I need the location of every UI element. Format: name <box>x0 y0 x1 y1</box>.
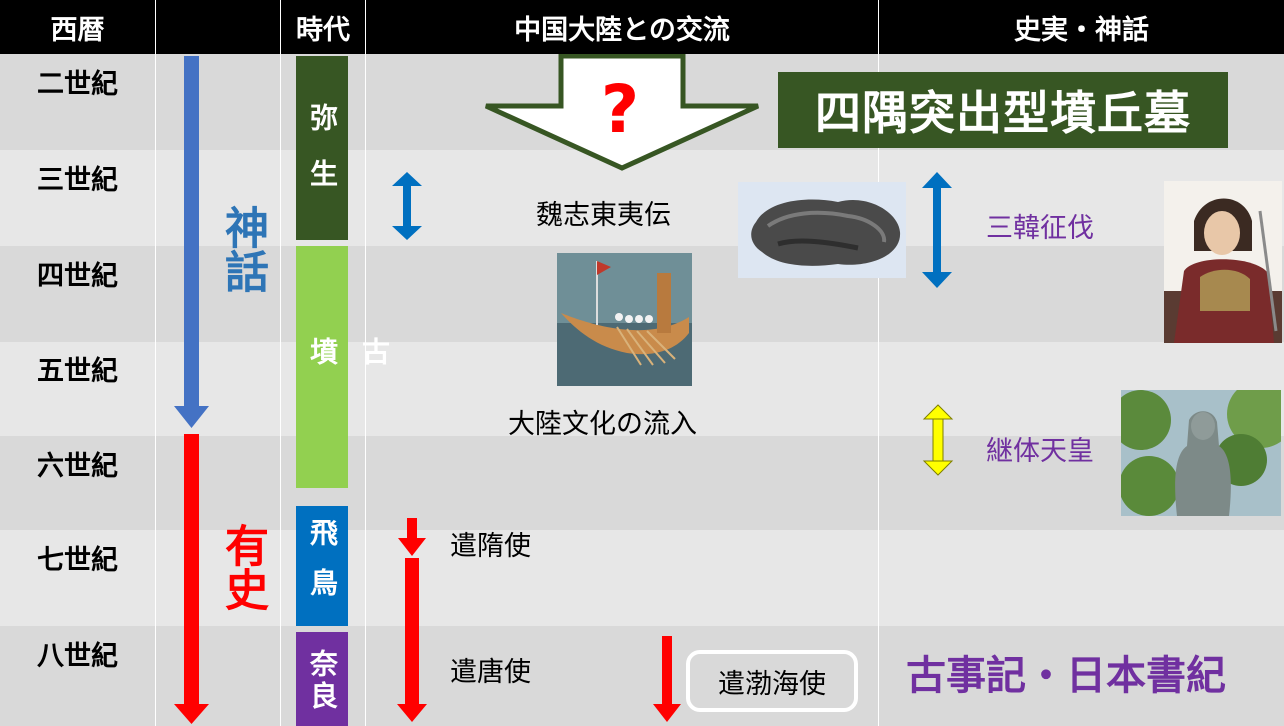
century-6: 六世紀 <box>37 451 118 482</box>
bohai-text: 遣渤海使 <box>718 668 826 700</box>
era-yayoi: 弥生 <box>296 56 348 240</box>
keitai-double-arrow <box>922 404 954 476</box>
era-kofun-label: 古墳 <box>306 337 391 439</box>
myth-label: 神話 <box>217 205 268 293</box>
envoy-arrows <box>397 518 427 722</box>
era-asuka: 飛鳥 <box>296 506 348 626</box>
era-nara: 奈良 <box>296 632 348 726</box>
warrior-image <box>1164 181 1282 343</box>
period-arrows <box>174 56 209 724</box>
sui-arrow <box>398 518 426 556</box>
question-arrow <box>484 54 760 171</box>
era-kofun: 古墳 <box>296 246 391 488</box>
century-4: 四世紀 <box>37 261 118 292</box>
kojiki-text: 古事記・日本書紀 <box>906 653 1226 699</box>
century-2: 二世紀 <box>37 69 118 100</box>
sankan-text: 三韓征伐 <box>986 213 1094 244</box>
header-history: 史実・神話 <box>879 0 1284 54</box>
header-era: 時代 <box>281 0 365 54</box>
history-arrow <box>174 434 209 724</box>
boat-image <box>557 253 692 386</box>
title-text: 四隅突出型墳丘墓 <box>815 86 1191 140</box>
question-mark: ? <box>600 71 640 148</box>
keitai-text: 継体天皇 <box>986 436 1094 467</box>
header-year: 西暦 <box>0 0 155 54</box>
wei-double-arrow <box>392 172 422 240</box>
history-label: 有史 <box>217 523 268 611</box>
bohai-box: 遣渤海使 <box>686 650 858 712</box>
stone-image <box>738 182 906 278</box>
bohai-arrow <box>653 636 681 722</box>
century-8: 八世紀 <box>37 641 118 672</box>
sui-text: 遣隋使 <box>450 531 531 562</box>
tang-text: 遣唐使 <box>450 657 531 688</box>
century-7: 七世紀 <box>37 545 118 576</box>
century-3: 三世紀 <box>37 165 118 196</box>
sankan-double-arrow <box>922 172 952 288</box>
statue-image <box>1121 390 1281 516</box>
myth-arrow <box>174 56 209 428</box>
wei-text: 魏志東夷伝 <box>536 200 671 231</box>
header-blank <box>156 0 280 54</box>
century-5: 五世紀 <box>37 356 118 387</box>
tang-arrow <box>397 558 427 722</box>
era-nara-label: 奈良 <box>306 649 339 713</box>
influx-text: 大陸文化の流入 <box>508 409 697 440</box>
era-yayoi-label: 弥生 <box>306 103 339 215</box>
header-exchange: 中国大陸との交流 <box>366 0 878 54</box>
title-box: 四隅突出型墳丘墓 <box>778 72 1228 148</box>
era-asuka-label: 飛鳥 <box>306 518 339 618</box>
